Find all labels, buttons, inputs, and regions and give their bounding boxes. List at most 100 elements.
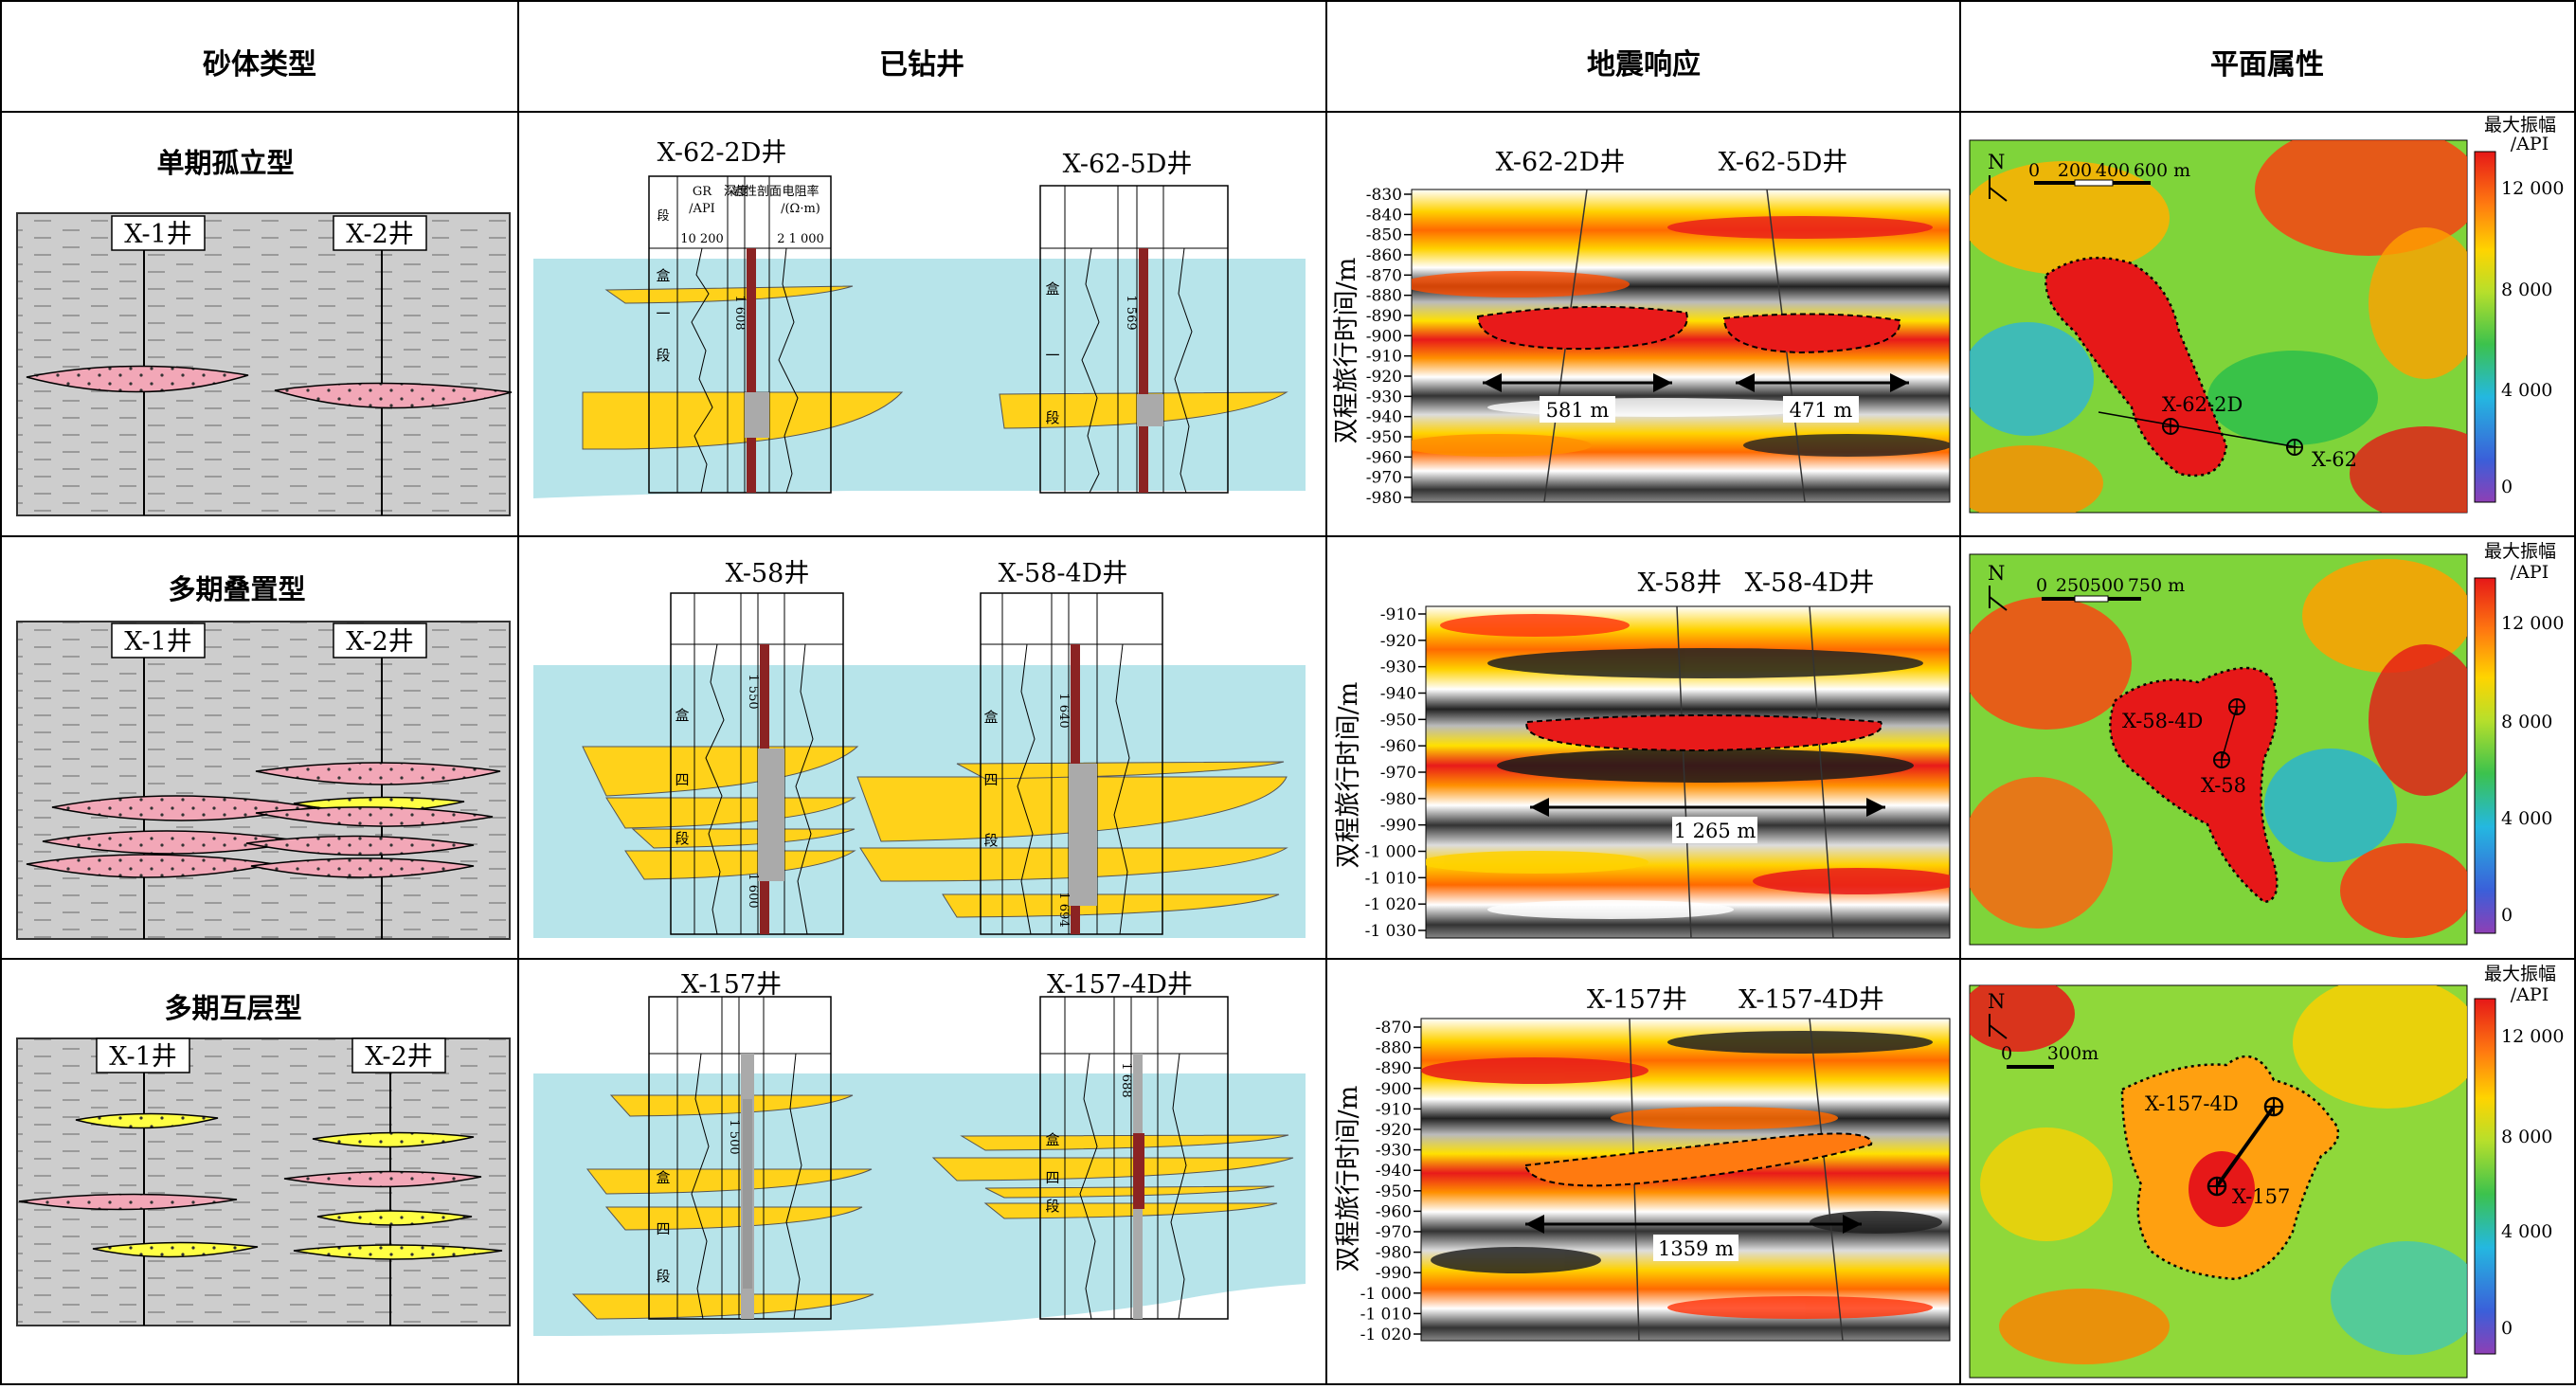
seismic-well2: X-157-4D井 bbox=[1738, 985, 1884, 1015]
sand-model-2: 多期叠置型 X-1井 X-2井 bbox=[16, 573, 511, 940]
log-col-seg: 段 bbox=[657, 209, 669, 224]
colorbar-title: 最大振幅 bbox=[2484, 541, 2556, 562]
seismic-tick-label: -960 bbox=[1366, 448, 1402, 467]
depth-label: 1 640 bbox=[1056, 693, 1071, 728]
model-well-x1: X-1井 bbox=[109, 1042, 177, 1072]
header-plane-attribute: 平面属性 bbox=[2210, 48, 2324, 81]
attribute-map-1: N 0 200 400 600 m X-62-2D X-62 最大振幅 /API… bbox=[1969, 115, 2564, 514]
row-1: 单期孤立型 X-1井 X-2井 X-62-2D井 X-62-5D井 段 bbox=[16, 115, 2564, 516]
scale-label: 250 bbox=[2056, 575, 2090, 596]
scale-label: 500 bbox=[2090, 575, 2124, 596]
seismic-tick-label: -980 bbox=[1376, 1244, 1412, 1263]
north-arrow-icon bbox=[1989, 1014, 2008, 1039]
seismic-ticks: -870-880-890-900-910-920-930-940-950-960… bbox=[1360, 1019, 1421, 1344]
log-col-res-unit: /(Ω·m) bbox=[781, 202, 820, 216]
drilled-well1-name: X-157井 bbox=[681, 970, 782, 1000]
depth-label: 1 600 bbox=[746, 873, 760, 908]
colorbar-tick: 4 000 bbox=[2501, 808, 2552, 829]
seg-char: 盒 bbox=[1045, 280, 1059, 298]
seg-char: 段 bbox=[656, 347, 670, 364]
seismic-tick-label: -960 bbox=[1376, 1202, 1412, 1221]
log-col-gr-unit: /API bbox=[689, 202, 715, 216]
attribute-map-2: N 0 250 500 750 m X-58-4D X-58 最大振幅 /API… bbox=[1969, 541, 2564, 946]
north-arrow-icon bbox=[1989, 175, 2008, 202]
seismic-tick-label: -890 bbox=[1376, 1059, 1412, 1078]
seismic-tick-label: -880 bbox=[1366, 287, 1402, 306]
seismic-well1: X-58井 bbox=[1638, 568, 1722, 598]
colorbar-unit: /API bbox=[2511, 134, 2549, 154]
colorbar-unit: /API bbox=[2511, 984, 2549, 1005]
drilled-well1-name: X-62-2D井 bbox=[658, 138, 787, 168]
seismic-ticks: -830-840-850-860-870-880-890-900-910-920… bbox=[1366, 186, 1412, 508]
seismic-tick-label: -1 020 bbox=[1360, 1326, 1412, 1344]
seismic-ylabel: 双程旅行时间/m bbox=[1332, 258, 1361, 444]
drilled-well2-name: X-62-5D井 bbox=[1063, 150, 1193, 179]
header-drilled-wells: 已钻井 bbox=[879, 48, 964, 81]
scale-label: 200 bbox=[2058, 160, 2092, 181]
log-col-depth: 深度 bbox=[724, 184, 748, 199]
colorbar-tick: 0 bbox=[2501, 1318, 2513, 1339]
scale-label: 600 m bbox=[2134, 160, 2190, 181]
seg-char: 段 bbox=[1045, 409, 1059, 426]
seismic-tick-label: -910 bbox=[1366, 348, 1402, 367]
seg-char: 盒 bbox=[656, 267, 670, 284]
seismic-tick-label: -970 bbox=[1376, 1223, 1412, 1242]
map-well-label: X-58 bbox=[2201, 774, 2246, 797]
seismic-distance: 471 m bbox=[1790, 399, 1853, 422]
seismic-tick-label: -920 bbox=[1380, 632, 1416, 651]
seismic-tick-label: -910 bbox=[1380, 605, 1416, 624]
log-res-scale: 2 1 000 bbox=[777, 232, 824, 246]
seismic-tick-label: -920 bbox=[1366, 368, 1402, 387]
seismic-tick-label: -930 bbox=[1376, 1142, 1412, 1161]
seismic-tick-label: -900 bbox=[1366, 327, 1402, 346]
model-well-x2: X-2井 bbox=[346, 627, 414, 657]
seismic-tick-label: -890 bbox=[1366, 307, 1402, 326]
seg-char: 一 bbox=[1045, 347, 1059, 364]
seismic-tick-label: -920 bbox=[1376, 1121, 1412, 1140]
map-well-label: X-58-4D bbox=[2122, 710, 2203, 732]
seg-char: 一 bbox=[656, 305, 670, 322]
depth-label: 1 608 bbox=[732, 295, 747, 330]
depth-label: 1 550 bbox=[746, 674, 760, 709]
log-col-lith: 岩性剖面 bbox=[732, 185, 782, 199]
seismic-tick-label: -940 bbox=[1380, 685, 1416, 704]
map-well-label: X-62-2D bbox=[2162, 393, 2243, 416]
seismic-tick-label: -870 bbox=[1376, 1019, 1412, 1037]
seg-char: 盒 bbox=[1045, 1131, 1059, 1148]
seismic-tick-label: -1 010 bbox=[1360, 1305, 1412, 1324]
colorbar-title: 最大振幅 bbox=[2484, 964, 2556, 984]
seg-char: 四 bbox=[656, 1220, 670, 1237]
seismic-tick-label: -940 bbox=[1366, 408, 1402, 427]
seismic-ticks: -910-920-930-940-950-960-970-980-990-1 0… bbox=[1365, 605, 1426, 941]
seismic-tick-label: -1 000 bbox=[1360, 1285, 1412, 1304]
seg-char: 段 bbox=[656, 1268, 670, 1285]
map-well-label: X-157-4D bbox=[2145, 1092, 2239, 1115]
seg-char: 四 bbox=[983, 771, 998, 788]
drilled-well2-name: X-58-4D井 bbox=[999, 559, 1128, 588]
depth-label: 1 569 bbox=[1124, 295, 1138, 330]
seismic-ylabel: 双程旅行时间/m bbox=[1334, 682, 1363, 869]
seismic-tick-label: -910 bbox=[1376, 1100, 1412, 1119]
colorbar-tick: 0 bbox=[2501, 905, 2513, 926]
seismic-tick-label: -870 bbox=[1366, 266, 1402, 285]
seismic-tick-label: -940 bbox=[1376, 1162, 1412, 1181]
seismic-tick-label: -930 bbox=[1366, 388, 1402, 406]
drilled-section-2: X-58井 X-58-4D井 盒 四 段 1 550 1 600 盒 四 段 1… bbox=[533, 559, 1306, 938]
scale-label: 0 bbox=[2036, 575, 2047, 596]
seismic-section-1: X-62-2D井 X-62-5D井 双程旅行时间/m 581 m 471 m bbox=[1332, 148, 1951, 508]
seismic-ylabel: 双程旅行时间/m bbox=[1334, 1086, 1363, 1272]
seismic-tick-label: -970 bbox=[1366, 469, 1402, 488]
model-well-x1: X-1井 bbox=[124, 220, 192, 249]
seismic-well2: X-62-5D井 bbox=[1719, 148, 1848, 177]
scale-label: 0 bbox=[2001, 1043, 2012, 1064]
seismic-tick-label: -950 bbox=[1380, 711, 1416, 730]
sand-model-3: 多期互层型 X-1井 X-2井 bbox=[16, 992, 511, 1326]
seismic-well2: X-58-4D井 bbox=[1745, 568, 1875, 598]
seismic-tick-label: -980 bbox=[1380, 790, 1416, 809]
seismic-distance: 1 265 m bbox=[1674, 820, 1756, 842]
colorbar-title: 最大振幅 bbox=[2484, 115, 2556, 135]
seismic-tick-label: -880 bbox=[1376, 1039, 1412, 1058]
